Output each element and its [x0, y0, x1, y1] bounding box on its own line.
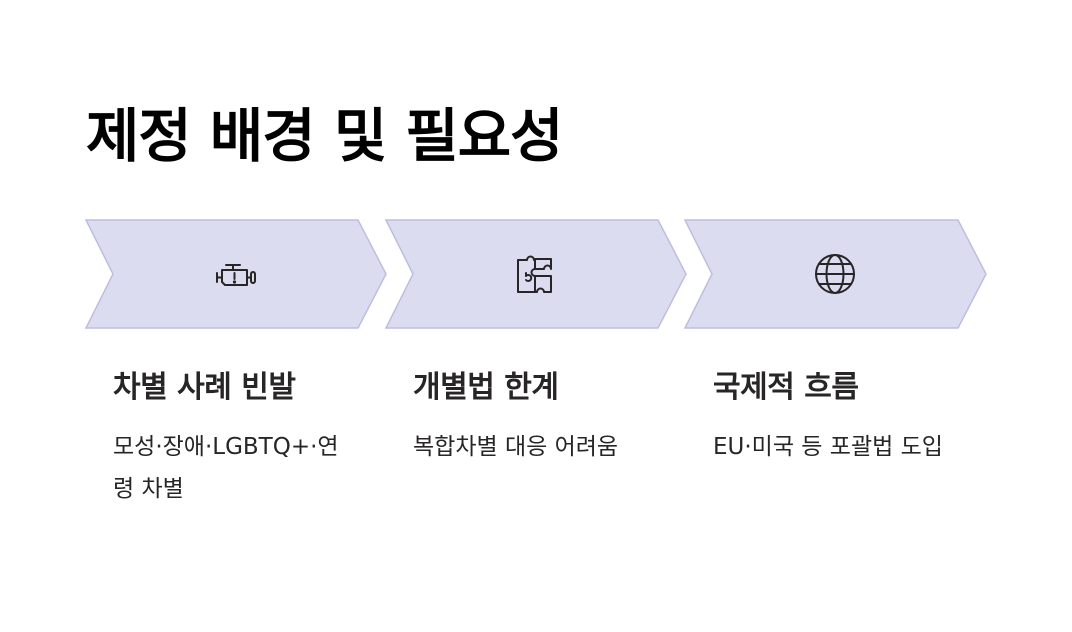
- step-1-description: 모성·장애·LGBTQ+·연령 차별: [113, 434, 339, 502]
- chevron-step-1: [84, 219, 387, 329]
- step-3-description: EU·미국 등 포괄법 도입: [713, 434, 943, 460]
- step-1-heading: 차별 사례 빈발: [113, 370, 296, 405]
- step-3-heading: 국제적 흐름: [713, 370, 859, 405]
- chevron-step-2: [384, 219, 687, 329]
- step-3: 국제적 흐름 EU·미국 등 포괄법 도입: [713, 366, 963, 468]
- step-1: 차별 사례 빈발 모성·장애·LGBTQ+·연령 차별: [113, 366, 363, 510]
- step-2-description: 복합차별 대응 어려움: [413, 434, 619, 460]
- step-2: 개별법 한계 복합차별 대응 어려움: [413, 366, 663, 468]
- page-title: 제정 배경 및 필요성: [86, 102, 563, 170]
- step-2-heading: 개별법 한계: [413, 370, 559, 405]
- puzzle-icon: [517, 255, 552, 293]
- engine-warning-icon: [216, 264, 256, 286]
- globe-icon: [815, 254, 855, 294]
